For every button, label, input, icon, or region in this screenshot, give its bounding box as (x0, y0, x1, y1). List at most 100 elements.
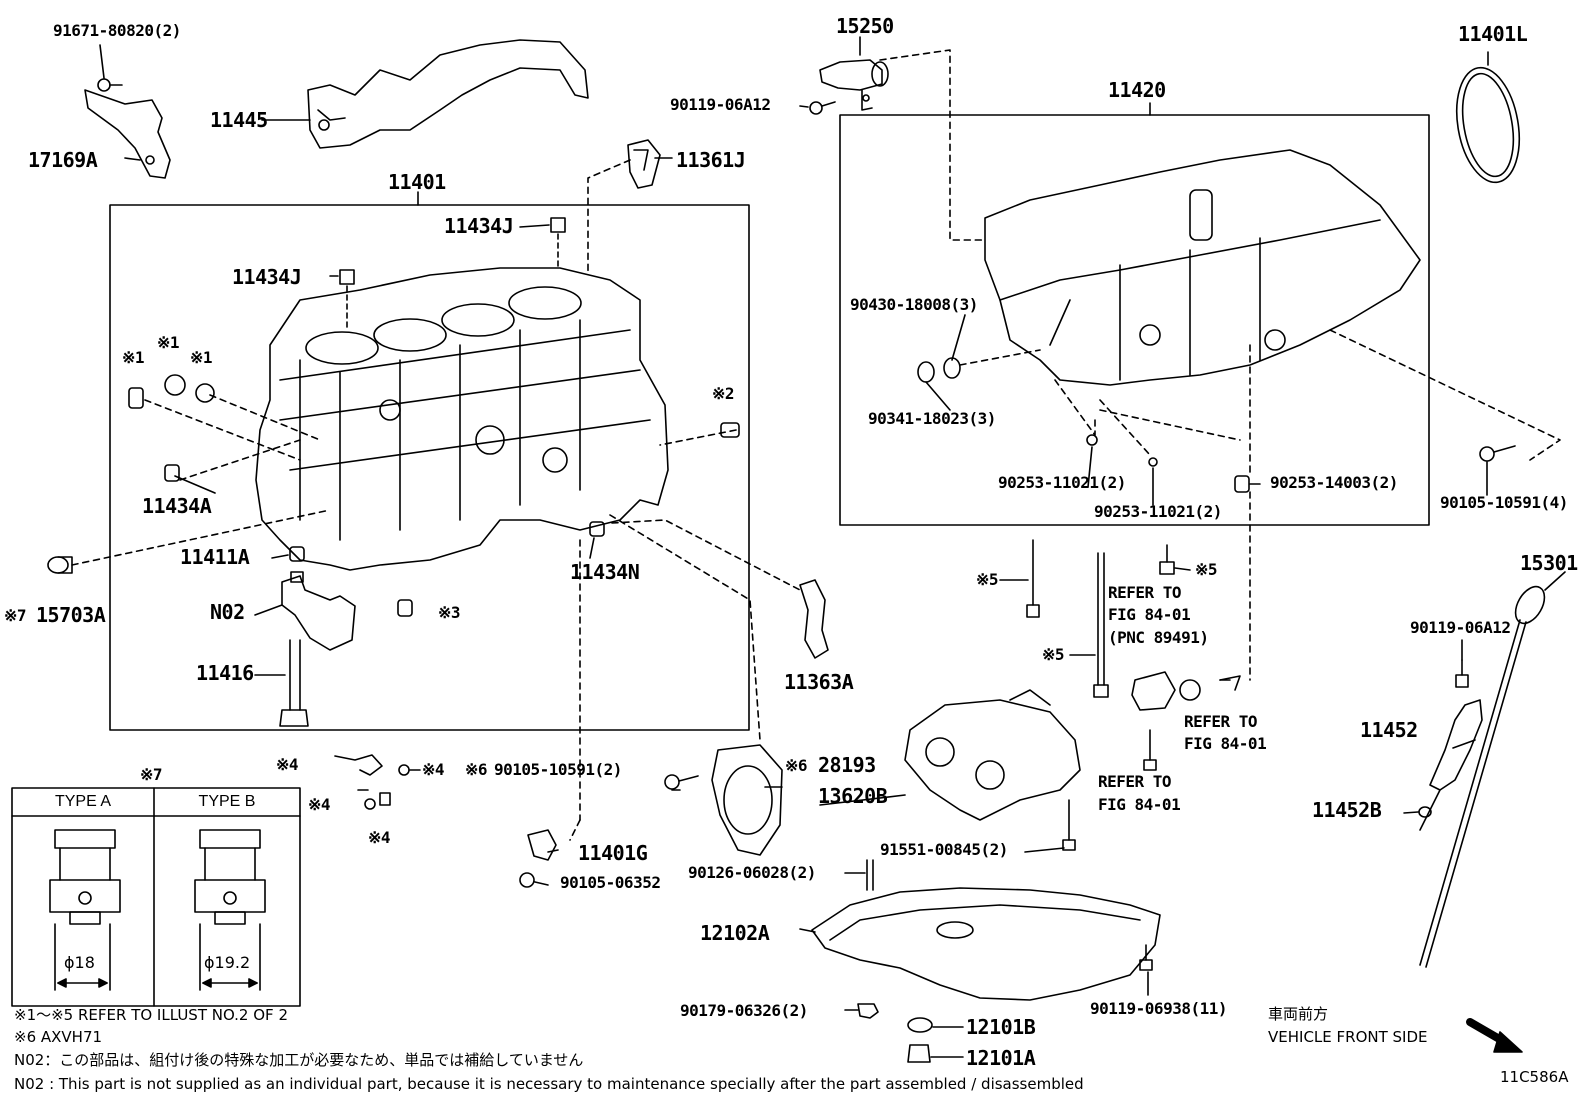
label-11401L: 11401L (1458, 22, 1528, 46)
label-17169A: 17169A (28, 148, 98, 172)
inset-type-a: TYPE A (54, 793, 112, 810)
label-11434J-b: 11434J (444, 214, 514, 238)
bolt-90105-10591-2 (664, 774, 699, 790)
mark4-d: ※4 (368, 828, 391, 847)
label-90253-14003: 90253-14003(2) (1270, 473, 1398, 492)
switch-ref (1131, 671, 1241, 771)
plug-mark1 (164, 374, 186, 396)
front-label-jp: 車両前方 (1268, 1005, 1329, 1023)
plug-12101A (907, 1044, 931, 1063)
refer3-line2: FIG 84-01 (1098, 795, 1181, 814)
mark5-a: ※5 (976, 570, 999, 589)
label-90105-10591-4: 90105-10591(4) (1440, 493, 1568, 512)
bolt-mark5-c (1159, 544, 1175, 575)
mark2: ※2 (712, 384, 735, 403)
inset-dim-a: ϕ18 (64, 953, 95, 972)
label-90179-06326: 90179-06326(2) (680, 1001, 808, 1020)
label-91671-80820: 91671-80820(2) (53, 21, 181, 40)
label-11420: 11420 (1108, 78, 1166, 102)
dowel-11434N (589, 521, 605, 537)
mark4-c: ※4 (308, 795, 331, 814)
bracket-11401G (519, 829, 557, 888)
label-11434J-a: 11434J (232, 265, 302, 289)
plug-type-a (49, 829, 121, 991)
figure-id: 11C586A (1500, 1068, 1569, 1086)
cylinder-block-frame (109, 204, 750, 731)
note-n02-en: N02 : This part is not supplied as an in… (14, 1075, 1084, 1093)
note-axvh71: ※6 AXVH71 (14, 1028, 103, 1046)
label-15301: 15301 (1520, 551, 1578, 575)
bolt-mark5-b (1093, 552, 1109, 698)
oring-11452B (1418, 806, 1432, 818)
label-11452B: 11452B (1312, 798, 1382, 822)
inset-dim-b: ϕ19.2 (204, 953, 251, 972)
bolt-90105-10591-4 (1479, 445, 1516, 462)
mark1-c: ※1 (190, 348, 213, 367)
note-n02-jp: N02：この部品は、組付け後の特殊な加工が必要なため、単品では補給していません (14, 1051, 584, 1069)
refer1-line1: REFER TO (1108, 583, 1182, 602)
pin-90253-a (1086, 434, 1098, 446)
label-11411A: 11411A (180, 545, 250, 569)
label-90253-11021-a: 90253-11021(2) (998, 473, 1126, 492)
oil-pan-upper-frame (839, 114, 1430, 526)
label-28193: 28193 (818, 753, 876, 777)
oil-pump-13620B (904, 689, 1081, 851)
label-90119-06A12-top: 90119-06A12 (670, 95, 771, 114)
plug-15703A (47, 556, 73, 574)
cap-N02 (281, 571, 356, 651)
label-15703A: 15703A (36, 603, 106, 627)
bolt-mark5-a (1026, 539, 1040, 618)
bolt-90119-06A12-r (1455, 659, 1469, 688)
label-13620B: 13620B (818, 784, 888, 808)
dipstick-15301 (1419, 585, 1546, 968)
insulator-11445 (307, 39, 589, 149)
label-90253-11021-b: 90253-11021(2) (1094, 502, 1222, 521)
dowel-11434A (164, 464, 180, 482)
label-11434A: 11434A (142, 494, 212, 518)
label-91551-00845: 91551-00845(2) (880, 840, 1008, 859)
bolt-90119-06938 (1139, 944, 1153, 971)
clip-mark4 (334, 754, 410, 810)
label-12101B: 12101B (966, 1015, 1036, 1039)
gasket-28193 (711, 744, 783, 856)
mark1-a: ※1 (122, 348, 145, 367)
bracket-17169A (84, 78, 171, 179)
plug-90341 (917, 357, 961, 383)
dowel-11434J-a (339, 269, 355, 285)
label-90119-06938: 90119-06938(11) (1090, 999, 1228, 1018)
part-11363A (799, 579, 829, 659)
mark5-c: ※5 (1042, 645, 1065, 664)
label-11401G: 11401G (578, 841, 648, 865)
label-12102A: 12102A (700, 921, 770, 945)
mark-15703A: ※7 (4, 606, 27, 625)
oil-pan-upper-11420 (984, 149, 1421, 386)
label-90105-06352: 90105-06352 (560, 873, 661, 892)
front-label-en: VEHICLE FRONT SIDE (1268, 1028, 1428, 1046)
mark1-b: ※1 (157, 333, 180, 352)
plug-type-b (194, 829, 266, 991)
label-90119-06A12-r: 90119-06A12 (1410, 618, 1511, 637)
note-refer-illust: ※1～※5 REFER TO ILLUST NO.2 OF 2 (14, 1006, 288, 1024)
mark6-a: ※6 (465, 760, 488, 779)
front-arrow-icon (1466, 1018, 1523, 1053)
inset-mark: ※7 (140, 765, 163, 784)
refer2-line2: FIG 84-01 (1184, 734, 1267, 753)
label-12101A: 12101A (966, 1046, 1036, 1070)
mark4-b: ※4 (422, 760, 445, 779)
pin-mark1 (128, 387, 144, 409)
refer2-line1: REFER TO (1184, 712, 1258, 731)
oil-pan-12102A (811, 887, 1161, 1001)
dowel-11411A (289, 546, 305, 562)
cylinder-block-11401 (255, 267, 669, 571)
label-15250: 15250 (836, 14, 894, 38)
nut-90179 (857, 1003, 879, 1019)
mark3: ※3 (438, 603, 461, 622)
refer1-line2: FIG 84-01 (1108, 605, 1191, 624)
seal-mark1 (195, 383, 215, 403)
oil-seal-11401L (1455, 66, 1521, 184)
label-11401: 11401 (388, 170, 446, 194)
label-11434N: 11434N (570, 560, 640, 584)
label-11363A: 11363A (784, 670, 854, 694)
label-90126-06028: 90126-06028(2) (688, 863, 816, 882)
